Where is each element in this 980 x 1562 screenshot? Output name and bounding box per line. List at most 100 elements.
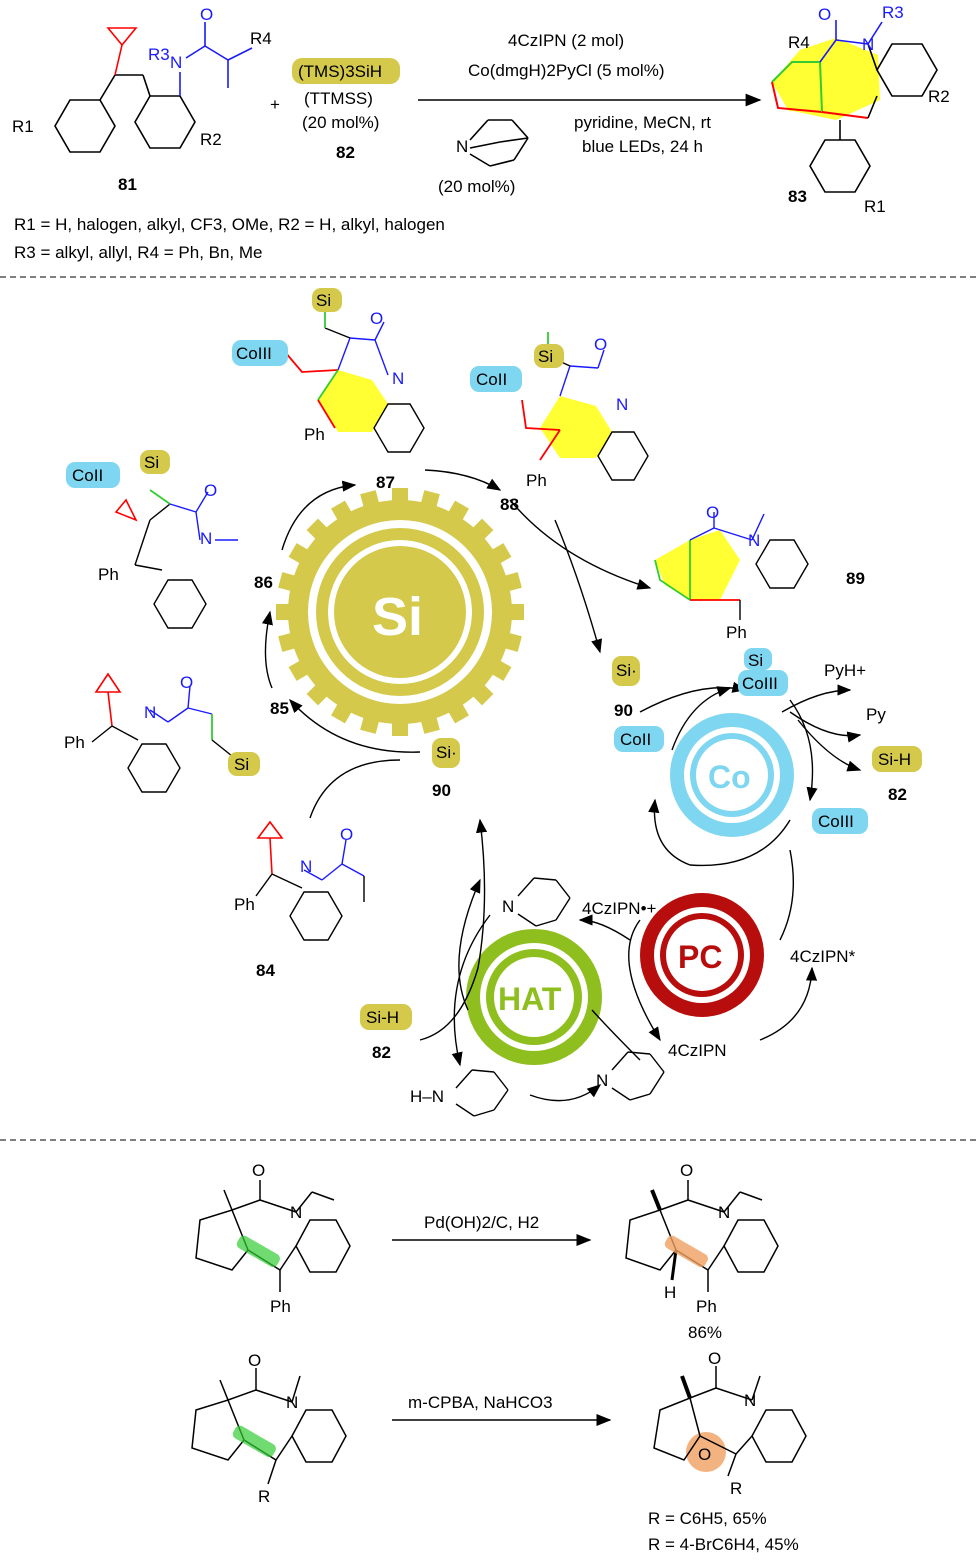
n-atom: N (170, 53, 182, 72)
quin-neutral-struct (611, 1051, 665, 1101)
arrow-87-88 (424, 469, 502, 491)
label-86: 86 (254, 573, 273, 592)
deriv1-prod-o: O (680, 1161, 693, 1180)
r3-83: R3 (882, 3, 904, 22)
si-gear-tooth (419, 490, 440, 512)
si-gear-tooth (446, 699, 469, 724)
si-radical-right: Si· (616, 661, 637, 680)
ttmss-label: (TTMSS) (304, 89, 373, 108)
o-83: O (818, 5, 831, 24)
arrow-hat-down (451, 914, 491, 1067)
si-gear-tooth (306, 518, 331, 543)
label-84: 84 (256, 961, 275, 980)
co2-88: CoII (476, 370, 507, 389)
pc-gear-label: PC (678, 939, 722, 975)
r3-label: R3 (148, 45, 170, 64)
cond-4czipn: 4CzIPN (2 mol) (508, 31, 624, 50)
arrow-co3-co3 (789, 699, 818, 802)
deriv2-prod-n: N (744, 1391, 756, 1410)
si-gear-tooth (278, 572, 300, 593)
si-badge-85 (228, 752, 260, 776)
py-label: Py (866, 705, 886, 724)
deriv1-yield: 86% (688, 1323, 722, 1342)
quinuclidine-top (469, 119, 529, 167)
arrow-pc-left (628, 919, 661, 1042)
si-gear-tooth (500, 631, 522, 652)
o-atom: O (200, 5, 213, 24)
arrow-py (789, 711, 862, 743)
arrow-88-90 (554, 519, 603, 654)
si-gear (276, 488, 524, 736)
si-gear-tooth (288, 658, 313, 681)
o-86: O (204, 481, 217, 500)
arrow-hat-up (458, 878, 481, 1011)
arrow-sih (797, 719, 862, 772)
n-88: N (616, 395, 628, 414)
si-gear-tooth (469, 518, 494, 543)
compound-85 (91, 672, 233, 793)
si-gear-tooth (487, 543, 512, 566)
deriv2-prod-r: R (730, 1479, 742, 1498)
deriv2-sm-o: O (248, 1351, 261, 1370)
arrow-hat-right (529, 1084, 602, 1102)
n-85: N (144, 703, 156, 722)
si-gear-tooth (360, 490, 381, 512)
ph-84: Ph (234, 895, 255, 914)
hat-gear (466, 929, 602, 1065)
catalytic-cycle: Si Co PC HAT (64, 288, 922, 1117)
si-85: Si (234, 755, 249, 774)
derivatizations: O N Ph Pd(OH)2/C, H2 O N H Ph 86% (191, 1161, 807, 1554)
arrow-co2-co3si (671, 686, 732, 751)
silane-label: (TMS)3SiH (298, 62, 382, 81)
deriv2-sm-n: N (286, 1393, 298, 1412)
silane-badge (292, 58, 400, 84)
alkane-highlight-1 (664, 1235, 708, 1268)
deriv2-epoxide-o: O (698, 1445, 711, 1464)
si-gear-tooth (331, 699, 354, 724)
label-83: 83 (788, 187, 807, 206)
label-82-left: 82 (372, 1043, 391, 1062)
arrow-pc-co (779, 849, 794, 941)
si-87: Si (316, 291, 331, 310)
czipn-ground: 4CzIPN (668, 1041, 727, 1060)
n-89: N (748, 531, 760, 550)
arrow-pc-up (759, 966, 818, 1041)
si-88: Si (538, 347, 553, 366)
compound-84 (255, 820, 365, 941)
pyh-label: PyH+ (824, 661, 866, 680)
deriv2-product (653, 1366, 807, 1477)
si-gear-tooth (278, 631, 300, 652)
arrow-pc-hat (578, 914, 631, 941)
deriv2-sm-r: R (258, 1487, 270, 1506)
plus-sign: + (270, 95, 280, 114)
si-gear-tooth (446, 500, 469, 525)
si-co-badge-top (744, 648, 772, 670)
co2-badge-88 (470, 366, 522, 392)
pc-gear (640, 893, 764, 1017)
si-badge-86 (140, 450, 170, 474)
quin-radical-n: N (502, 897, 514, 916)
si-radical-left: Si· (436, 743, 457, 762)
si-gear-tooth (392, 488, 408, 506)
arrow-85-86 (261, 610, 273, 689)
label-85: 85 (270, 699, 289, 718)
scope-line-1: R1 = H, halogen, alkyl, CF3, OMe, R2 = H… (14, 215, 445, 234)
scope-line-2: R3 = alkyl, allyl, R4 = Ph, Bn, Me (14, 243, 263, 262)
ph-88: Ph (526, 471, 547, 490)
si-gear-tooth (500, 572, 522, 593)
sih-badge-left (360, 1004, 412, 1030)
ph-86: Ph (98, 565, 119, 584)
deriv2-conditions: m-CPBA, NaHCO3 (408, 1393, 553, 1412)
arrow-co3-co2 (648, 798, 791, 867)
si-gear-tooth (360, 712, 381, 734)
quin-loading: (20 mol%) (438, 177, 515, 196)
co-gear (670, 713, 794, 837)
alkene-highlight-1 (236, 1235, 280, 1268)
ph-89: Ph (726, 623, 747, 642)
compound-81 (54, 22, 253, 153)
arrow-hat-pc (591, 1009, 641, 1061)
deriv2-prod-o: O (708, 1349, 721, 1368)
label-89: 89 (846, 569, 865, 588)
co3-badge-87 (232, 340, 288, 366)
